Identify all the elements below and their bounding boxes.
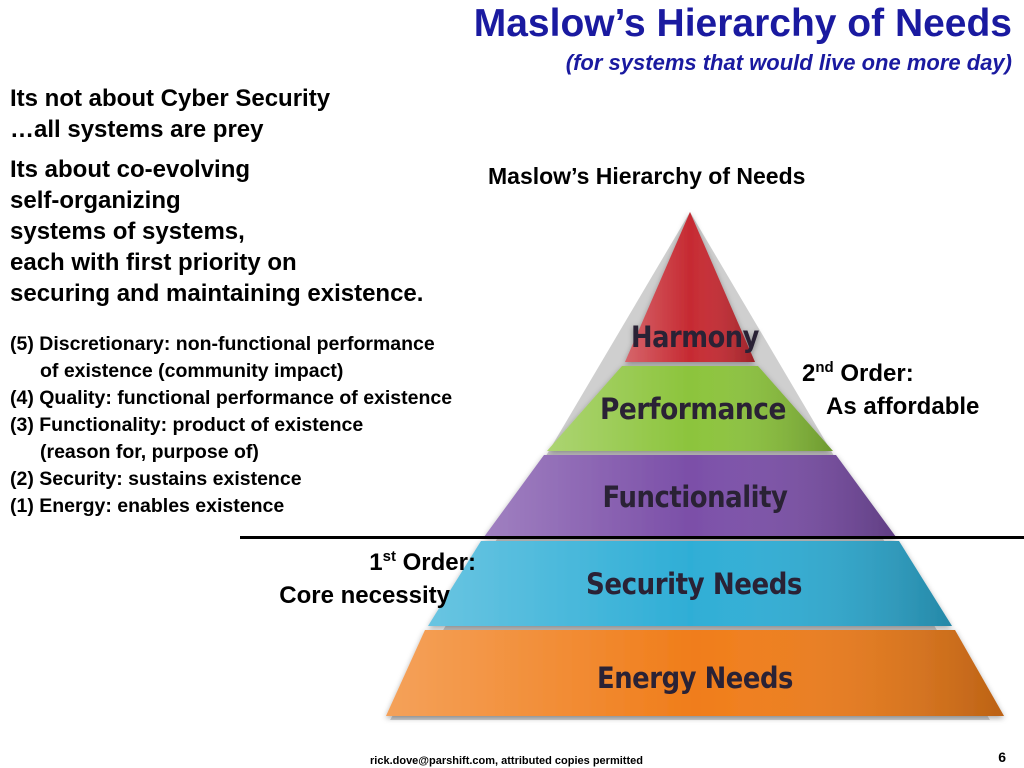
order-suffix: nd	[815, 359, 834, 376]
slide-title: Maslow’s Hierarchy of Needs	[473, 2, 1012, 45]
lead-statement-1: Its not about Cyber Security …all system…	[10, 83, 330, 145]
needs-list-item: (5) Discretionary: non-functional perfor…	[10, 333, 435, 355]
needs-list-item: (reason for, purpose of)	[40, 441, 259, 463]
layer-shade	[625, 212, 755, 362]
needs-list-item: (2) Security: sustains existence	[10, 468, 302, 490]
lead-statement-2: Its about co-evolving self-organizing sy…	[10, 154, 423, 309]
layer-label: Functionality	[603, 480, 789, 514]
lead2-line: self-organizing	[10, 187, 181, 214]
lead2-line: each with first priority on	[10, 249, 297, 276]
slide-subtitle: (for systems that would live one more da…	[565, 50, 1012, 75]
needs-list-item: (1) Energy: enables existence	[10, 495, 285, 517]
needs-list-item: (3) Functionality: product of existence	[10, 414, 364, 436]
lead2-line: systems of systems,	[10, 218, 245, 245]
footer-credit: rick.dove@parshift.com, attributed copie…	[370, 755, 643, 767]
layer-shade	[428, 541, 952, 626]
pyramid-layer-security: Security Needs	[428, 541, 952, 626]
layer-label: Security Needs	[586, 567, 802, 601]
pyramid-layer-harmony: Harmony	[625, 212, 760, 362]
layer-shade	[386, 630, 1004, 716]
lead1-line: …all systems are prey	[10, 116, 264, 143]
order-suffix: st	[382, 548, 396, 565]
layer-shade	[547, 366, 833, 451]
order-description: As affordable	[826, 393, 980, 420]
pyramid-caption: Maslow’s Hierarchy of Needs	[488, 163, 806, 189]
order-word: Order:	[402, 549, 476, 576]
lead2-line: securing and maintaining existence.	[10, 280, 424, 307]
second-order-label: 2nd Order: As affordable	[802, 357, 979, 423]
lead1-line: Its not about Cyber Security	[10, 85, 331, 112]
order-number: 2	[802, 360, 816, 387]
layer-label: Harmony	[631, 320, 760, 354]
page-number: 6	[998, 749, 1006, 765]
pyramid-layer-functionality: Functionality	[484, 455, 896, 537]
needs-list-item: (4) Quality: functional performance of e…	[10, 387, 453, 409]
pyramid-layer-performance: Performance	[547, 366, 833, 451]
lead2-line: Its about co-evolving	[10, 156, 251, 183]
order-number: 1	[369, 549, 383, 576]
layer-label: Energy Needs	[597, 661, 793, 695]
pyramid-layer-energy: Energy Needs	[386, 630, 1004, 716]
first-order-label: 1st Order: Core necessity	[246, 546, 476, 612]
order-word: Order:	[840, 360, 914, 387]
layer-shade	[484, 455, 896, 537]
layer-label: Performance	[600, 392, 786, 426]
needs-list: (5) Discretionary: non-functional perfor…	[10, 331, 452, 520]
order-divider-line	[240, 536, 1024, 539]
order-description: Core necessity	[279, 582, 450, 609]
needs-list-item: of existence (community impact)	[40, 360, 344, 382]
